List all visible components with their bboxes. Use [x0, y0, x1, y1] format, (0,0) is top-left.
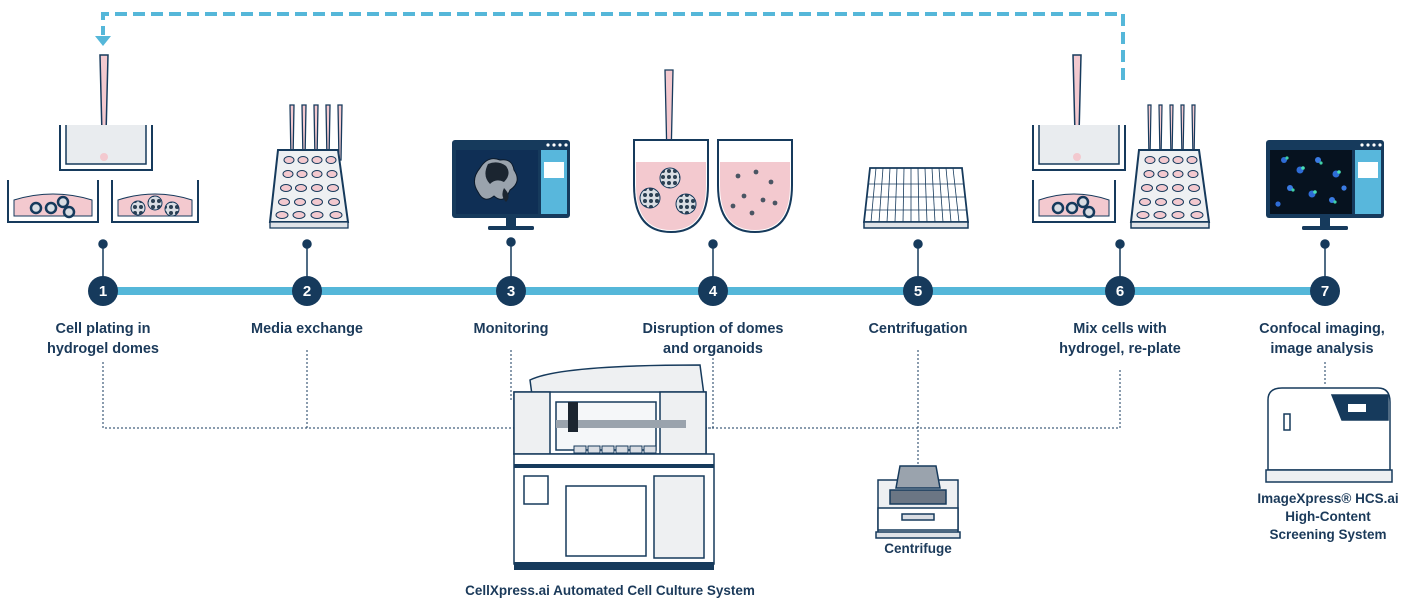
cellxpress-label-text: CellXpress.ai Automated Cell Culture Sys…	[465, 583, 755, 598]
step-label-1-line2: hydrogel domes	[47, 341, 159, 357]
cellxpress-instrument-icon	[513, 364, 715, 570]
step-circle-3: 3	[496, 276, 526, 306]
tube-disruption-icon	[633, 69, 793, 234]
step-label-7-line2: image analysis	[1270, 341, 1374, 357]
centrifuge-label-text: Centrifuge	[884, 541, 952, 556]
dome-plating-icon	[7, 54, 199, 223]
step-label-2-line1: Media exchange	[250, 321, 363, 337]
step-circle-2: 2	[292, 276, 322, 306]
step-circle-6: 6	[1105, 276, 1135, 306]
step-number-6: 6	[1116, 283, 1124, 300]
step-label-4: Disruption of domes and organoids	[613, 319, 813, 359]
imagexpress-label-line2: High-Content	[1285, 509, 1371, 524]
step-label-1: Cell plating in hydrogel domes	[3, 319, 203, 359]
step-label-1-line1: Cell plating in	[55, 321, 151, 337]
step-circle-1: 1	[88, 276, 118, 306]
step-label-6-line2: hydrogel, re-plate	[1059, 341, 1181, 357]
step-label-6: Mix cells with hydrogel, re-plate	[1020, 319, 1220, 359]
imagexpress-instrument-icon	[1265, 387, 1393, 483]
well-plate-pipette-icon	[268, 104, 350, 229]
imagexpress-label-line1: ImageXpress® HCS.ai	[1257, 491, 1399, 506]
step-label-5-line1: Centrifugation	[868, 321, 968, 337]
imagexpress-label: ImageXpress® HCS.ai High-Content Screeni…	[1240, 490, 1416, 544]
deep-well-plate-icon	[862, 167, 970, 229]
step-label-3: Monitoring	[411, 319, 611, 339]
instrument-connectors	[102, 350, 1326, 475]
step-label-7: Confocal imaging, image analysis	[1222, 319, 1422, 359]
imagexpress-label-line3: Screening System	[1269, 527, 1387, 542]
monitor-imaging-icon	[1266, 140, 1384, 230]
step-label-3-line1: Monitoring	[473, 321, 549, 337]
step-number-1: 1	[99, 283, 107, 300]
step-number-2: 2	[303, 283, 311, 300]
step-stems	[98, 237, 1330, 278]
cellxpress-label: CellXpress.ai Automated Cell Culture Sys…	[420, 582, 800, 600]
step-number-5: 5	[914, 283, 922, 300]
step-number-4: 4	[709, 283, 718, 300]
step-number-3: 3	[507, 283, 515, 300]
monitor-organoid-icon	[452, 140, 570, 230]
loop-back-arrow	[101, 12, 1125, 80]
centrifuge-label: Centrifuge	[858, 540, 978, 558]
step-circle-4: 4	[698, 276, 728, 306]
step-number-7: 7	[1321, 283, 1329, 300]
step-circle-7: 7	[1310, 276, 1340, 306]
step-label-2: Media exchange	[207, 319, 407, 339]
step-label-7-line1: Confocal imaging,	[1259, 321, 1385, 337]
replate-icon	[1032, 54, 1211, 229]
step-circle-5: 5	[903, 276, 933, 306]
step-label-6-line1: Mix cells with	[1073, 321, 1167, 337]
loop-arrow-head-icon	[95, 36, 111, 46]
step-label-5: Centrifugation	[818, 319, 1018, 339]
step-label-4-line2: and organoids	[663, 341, 763, 357]
centrifuge-icon	[875, 465, 961, 539]
step-label-4-line1: Disruption of domes	[642, 321, 784, 337]
